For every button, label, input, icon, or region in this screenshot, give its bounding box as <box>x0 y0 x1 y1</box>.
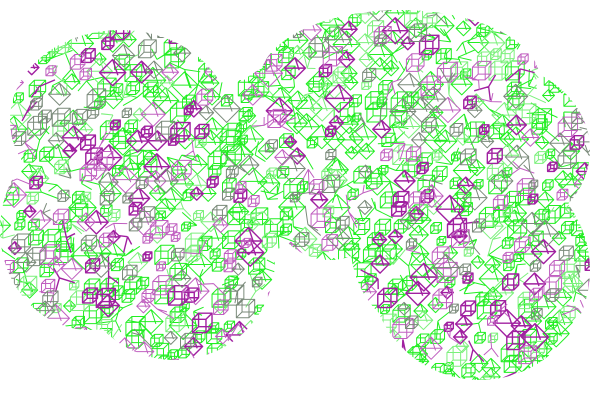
bond-layer-2 <box>0 10 590 380</box>
wireframe-structure <box>0 10 590 380</box>
bond-network <box>0 10 590 380</box>
